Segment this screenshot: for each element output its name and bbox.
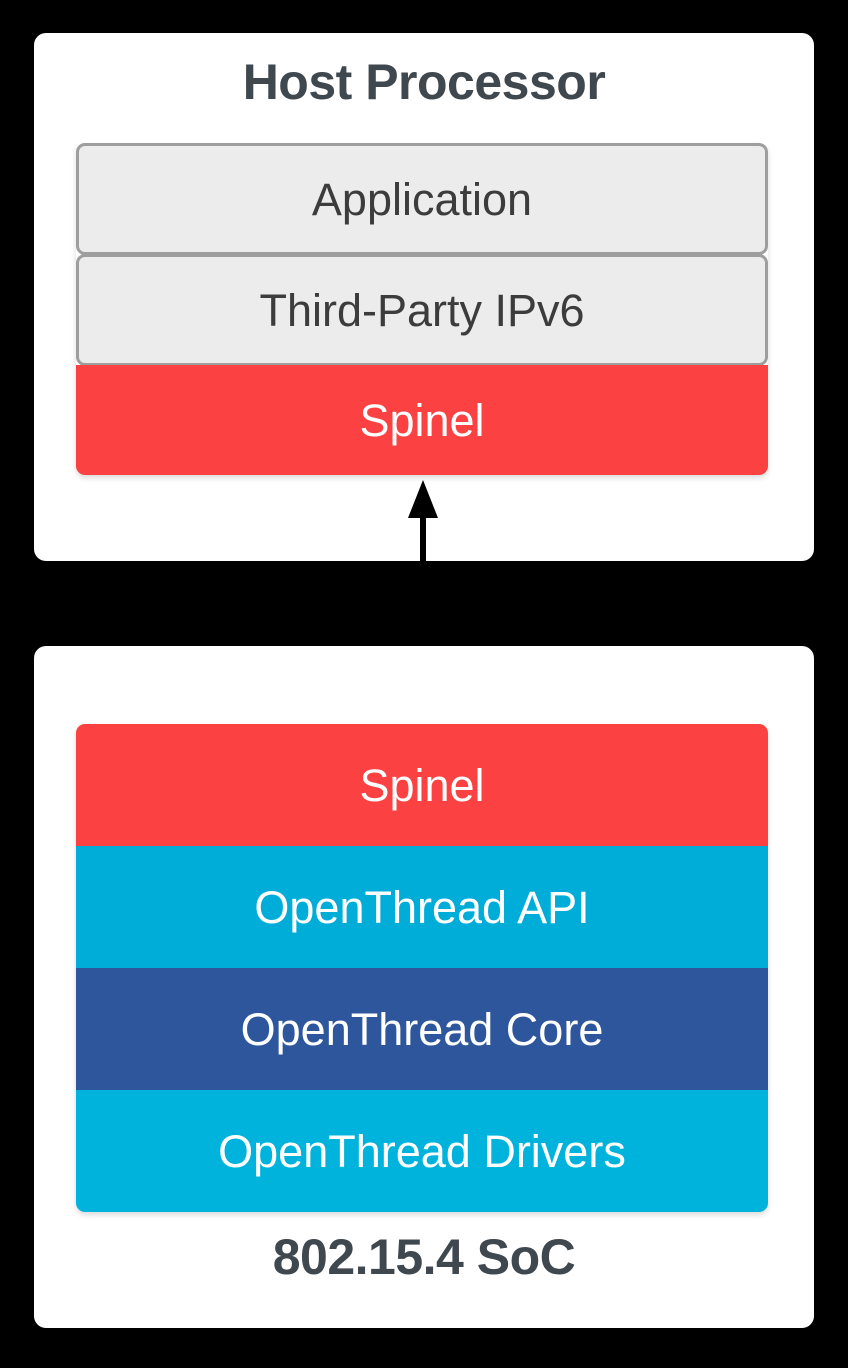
layer-openthread-core: OpenThread Core	[76, 968, 768, 1090]
layer-openthread-api: OpenThread API	[76, 846, 768, 968]
layer-application-label: Application	[311, 173, 533, 225]
panel-host-processor-title: Host Processor	[242, 54, 606, 110]
layer-openthread-api-label: OpenThread API	[254, 881, 590, 933]
layer-openthread-drivers-label: OpenThread Drivers	[218, 1125, 626, 1177]
host-processor-layer-stack: Application Third-Party IPv6 Spinel	[76, 143, 768, 475]
layer-soc-spinel-label: Spinel	[359, 759, 485, 811]
layer-host-spinel: Spinel	[76, 365, 768, 475]
layer-openthread-core-label: OpenThread Core	[240, 1003, 604, 1055]
layer-soc-spinel: Spinel	[76, 724, 768, 846]
layer-third-party-ipv6-label: Third-Party IPv6	[259, 284, 585, 336]
layer-third-party-ipv6: Third-Party IPv6	[76, 254, 768, 366]
layer-openthread-drivers: OpenThread Drivers	[76, 1090, 768, 1212]
soc-layer-stack: Spinel OpenThread API OpenThread Core Op…	[76, 724, 768, 1212]
panel-soc-title: 802.15.4 SoC	[272, 1229, 576, 1285]
arrow-up-icon	[408, 480, 438, 615]
arrow-down-shaft	[420, 592, 426, 689]
layer-application: Application	[76, 143, 768, 255]
arrow-up-shaft	[420, 516, 426, 615]
arrow-up-head	[408, 480, 438, 518]
layer-host-spinel-label: Spinel	[359, 394, 485, 446]
